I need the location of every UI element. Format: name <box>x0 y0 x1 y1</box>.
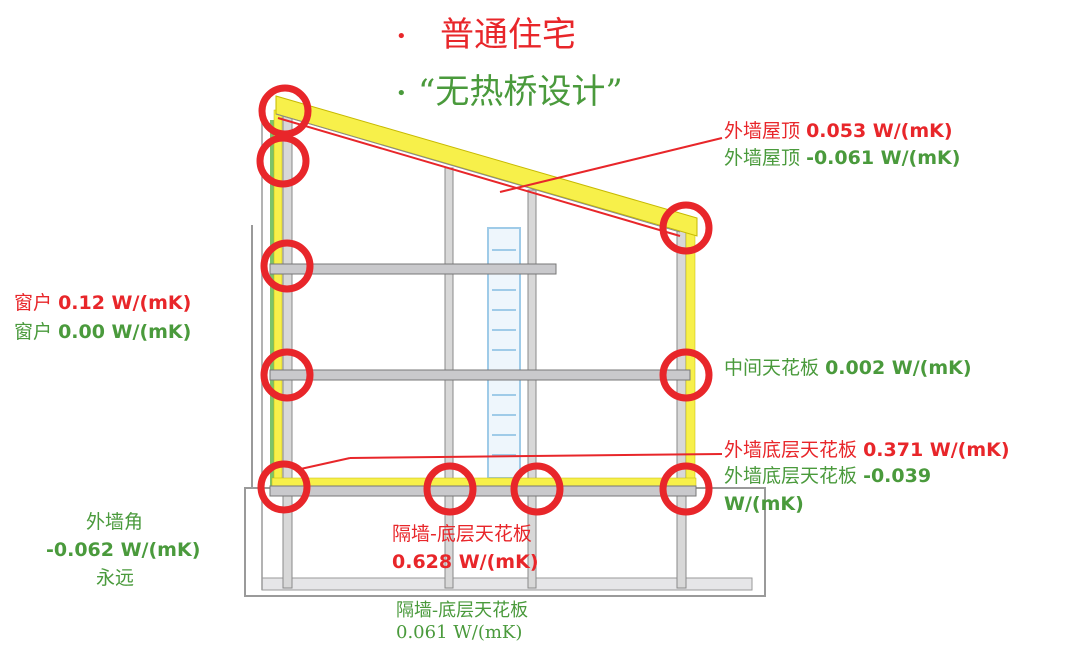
right-insulation <box>685 221 696 495</box>
ext-base-ceiling-label-green: 外墙底层天花板 -0.039 <box>724 464 931 488</box>
roof-pointer-line <box>499 137 723 193</box>
circle-partition-2 <box>510 462 564 516</box>
mid-ceiling-value: 0.002 W/(mK) <box>825 357 972 379</box>
ext-base-ceiling-name: 外墙底层天花板 <box>724 465 858 487</box>
mid-ceiling-label: 中间天花板 0.002 W/(mK) <box>724 356 972 380</box>
circle-mid-left <box>260 348 314 402</box>
circle-base-left <box>257 460 311 514</box>
roof-label-red: 外墙屋顶 0.053 W/(mK) <box>724 119 953 143</box>
roof-label-green: 外墙屋顶 -0.061 W/(mK) <box>724 146 960 170</box>
partition-red-line2: 0.628 W/(mK) <box>392 551 539 573</box>
window-label-red: 窗户 0.12 W/(mK) <box>14 291 191 315</box>
circle-window <box>260 239 314 293</box>
base-pointer-line <box>295 457 351 471</box>
right-column <box>676 224 687 589</box>
ext-base-ceiling-name: 外墙底层天花板 <box>724 439 858 461</box>
roof-red-value: 0.053 W/(mK) <box>806 120 953 142</box>
slab-floor2 <box>269 263 557 275</box>
corner-label-line1: 外墙角 <box>86 511 144 533</box>
partition-red-line1: 隔墙-底层天花板 <box>392 523 532 545</box>
circle-mid-right <box>659 348 713 402</box>
title-bullet-red: • <box>396 26 407 47</box>
corner-label-line2: -0.062 W/(mK) <box>46 539 201 561</box>
circle-roof-left <box>258 84 312 138</box>
roof-pointer-line <box>277 117 681 237</box>
window-label-name: 窗户 <box>14 292 53 314</box>
title-bullet-green: • <box>396 83 407 104</box>
window-label-green: 窗户 0.00 W/(mK) <box>14 320 191 344</box>
ext-base-ceiling-unit: W/(mK) <box>724 492 804 516</box>
circle-partition-1 <box>423 462 477 516</box>
window-red-value: 0.12 W/(mK) <box>58 292 192 314</box>
window-green-value: 0.00 W/(mK) <box>58 321 192 343</box>
roof-insulation <box>275 95 698 237</box>
corner-label-line3: 永远 <box>96 567 135 589</box>
partition-green-line2: 0.061 W/(mK) <box>396 622 523 643</box>
mid-ceiling-name: 中间天花板 <box>724 357 820 379</box>
ext-base-ceiling-green-value: -0.039 <box>863 465 932 487</box>
title-text-1: 普通住宅 <box>440 15 576 55</box>
window-label-name: 窗户 <box>14 321 53 343</box>
roof-label-name: 外墙屋顶 <box>724 120 801 142</box>
title-line-2: • “无热桥设计” <box>396 72 623 114</box>
base-pointer-line <box>349 453 723 459</box>
ext-base-ceiling-green-unit: W/(mK) <box>724 493 804 515</box>
partition-green-line1: 隔墙-底层天花板 <box>396 600 529 621</box>
left-membrane <box>270 120 274 490</box>
circle-base-right <box>659 462 713 516</box>
slab-floor1 <box>269 369 691 381</box>
roof-label-name: 外墙屋顶 <box>724 147 801 169</box>
title-line-1: • 普通住宅 <box>396 15 576 57</box>
roof-line <box>275 113 681 233</box>
ext-base-ceiling-label-red: 外墙底层天花板 0.371 W/(mK) <box>724 438 1010 462</box>
left-insulation <box>273 109 283 491</box>
thermal-bridge-circles <box>256 84 713 516</box>
base-ceiling-slab <box>269 485 697 497</box>
title-text-2: “无热桥设计” <box>418 72 623 112</box>
circle-roof-right <box>659 201 713 255</box>
ext-base-ceiling-red-value: 0.371 W/(mK) <box>863 439 1010 461</box>
roof-green-value: -0.061 W/(mK) <box>806 147 961 169</box>
circle-upper-left <box>256 134 310 188</box>
